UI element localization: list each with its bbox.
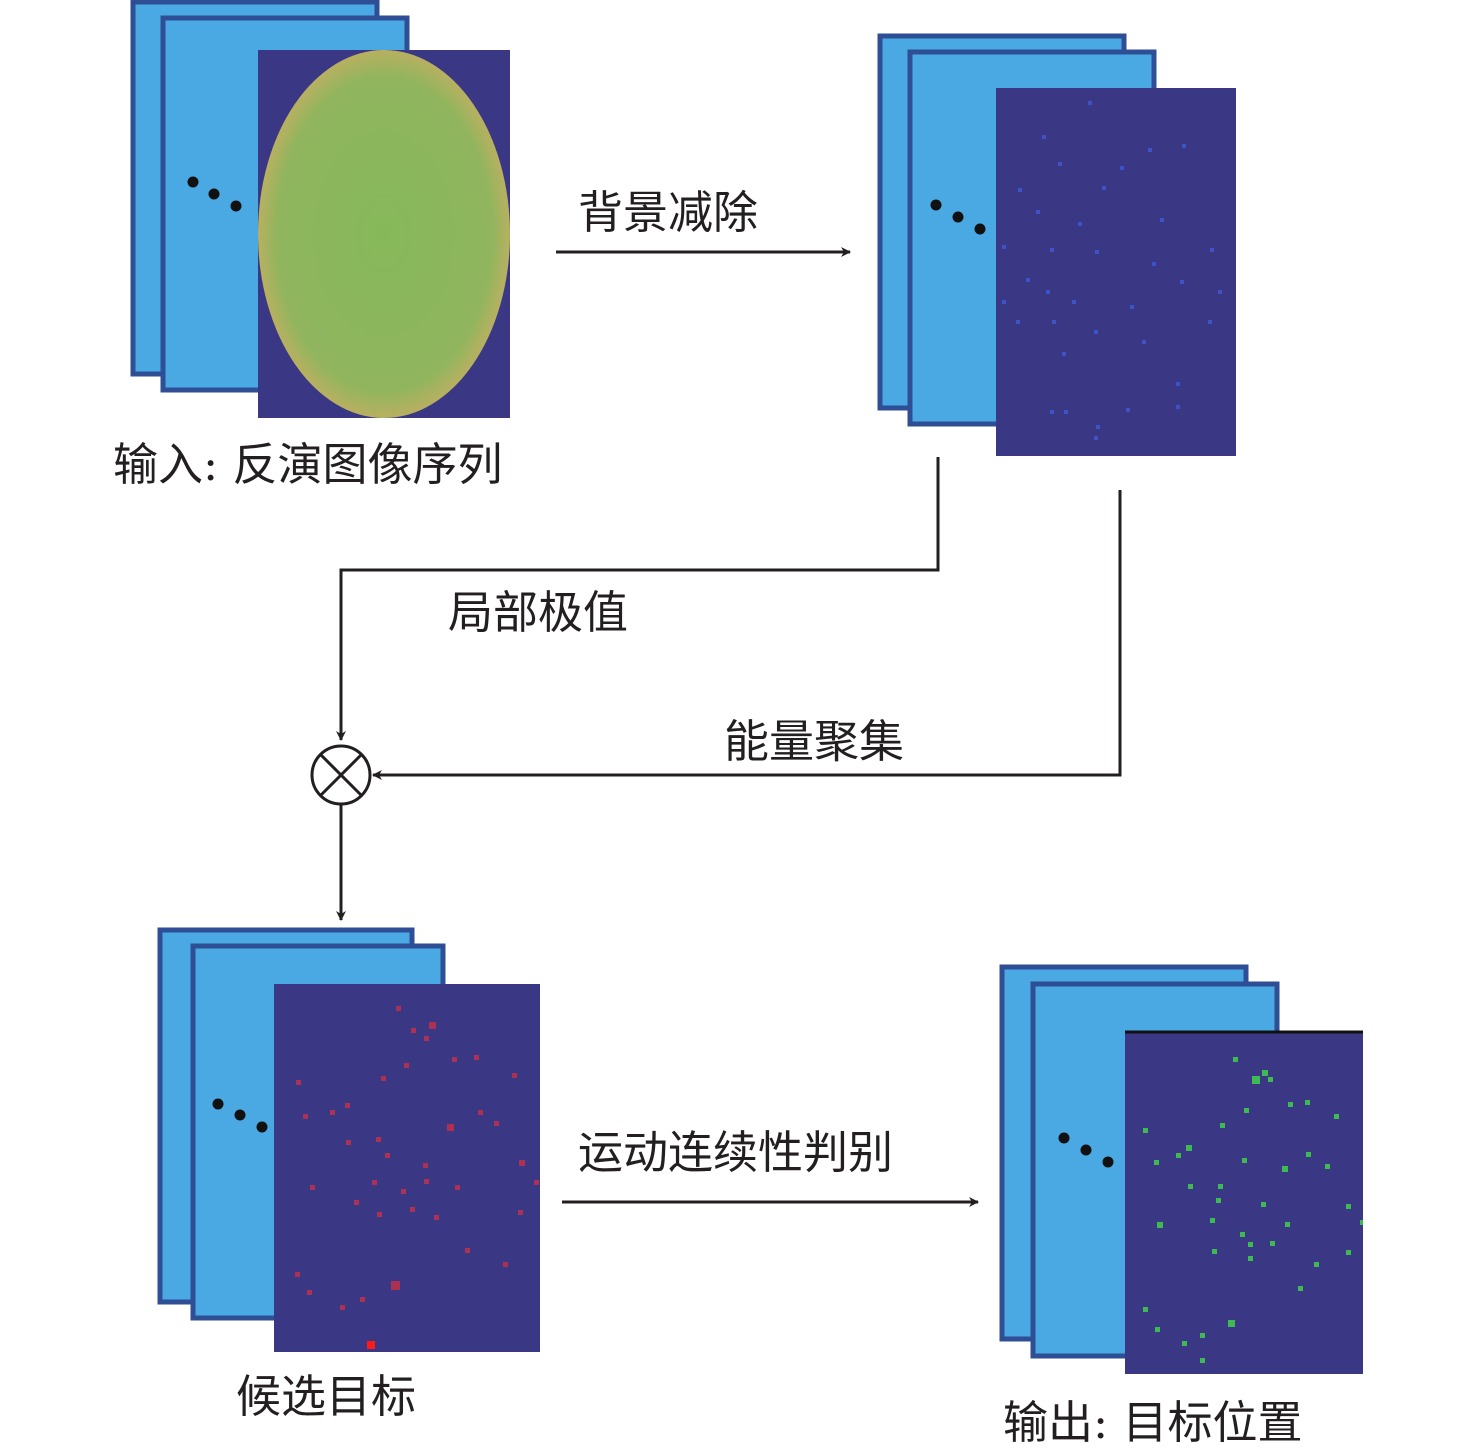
candidate-dots — [295, 1006, 539, 1310]
energy-label: 能量聚集 — [724, 715, 904, 768]
candidate-label: 候选目标 — [236, 1370, 416, 1423]
ellipsis-icon — [187, 176, 242, 212]
local-max-label: 局部极值 — [448, 586, 628, 639]
ellipsis-icon — [212, 1098, 268, 1133]
ellipsis-icon — [1058, 1132, 1114, 1168]
bg-subtracted-stack — [877, 33, 1236, 456]
output-image — [1125, 1032, 1363, 1374]
motion-label: 运动连续性判别 — [578, 1126, 893, 1179]
bg-subtracted-image — [996, 88, 1236, 456]
output-label: 输出: 目标位置 — [1003, 1396, 1302, 1449]
ellipsis-icon — [930, 199, 986, 235]
local-max-connector — [336, 457, 940, 741]
bg-subtracted-dots — [1002, 101, 1222, 440]
input-stack — [130, 0, 510, 418]
output-stack — [999, 964, 1363, 1374]
input-label: 输入: 反演图像序列 — [113, 438, 502, 491]
candidate-image — [274, 984, 540, 1352]
input-ellipse — [258, 50, 510, 418]
energy-connector — [372, 490, 1122, 780]
combine-icon — [310, 744, 372, 806]
candidate-stack — [157, 927, 540, 1352]
candidate-bright-dot — [367, 1341, 375, 1349]
output-dots — [1143, 1057, 1363, 1363]
bg-subtract-label: 背景减除 — [578, 186, 758, 239]
